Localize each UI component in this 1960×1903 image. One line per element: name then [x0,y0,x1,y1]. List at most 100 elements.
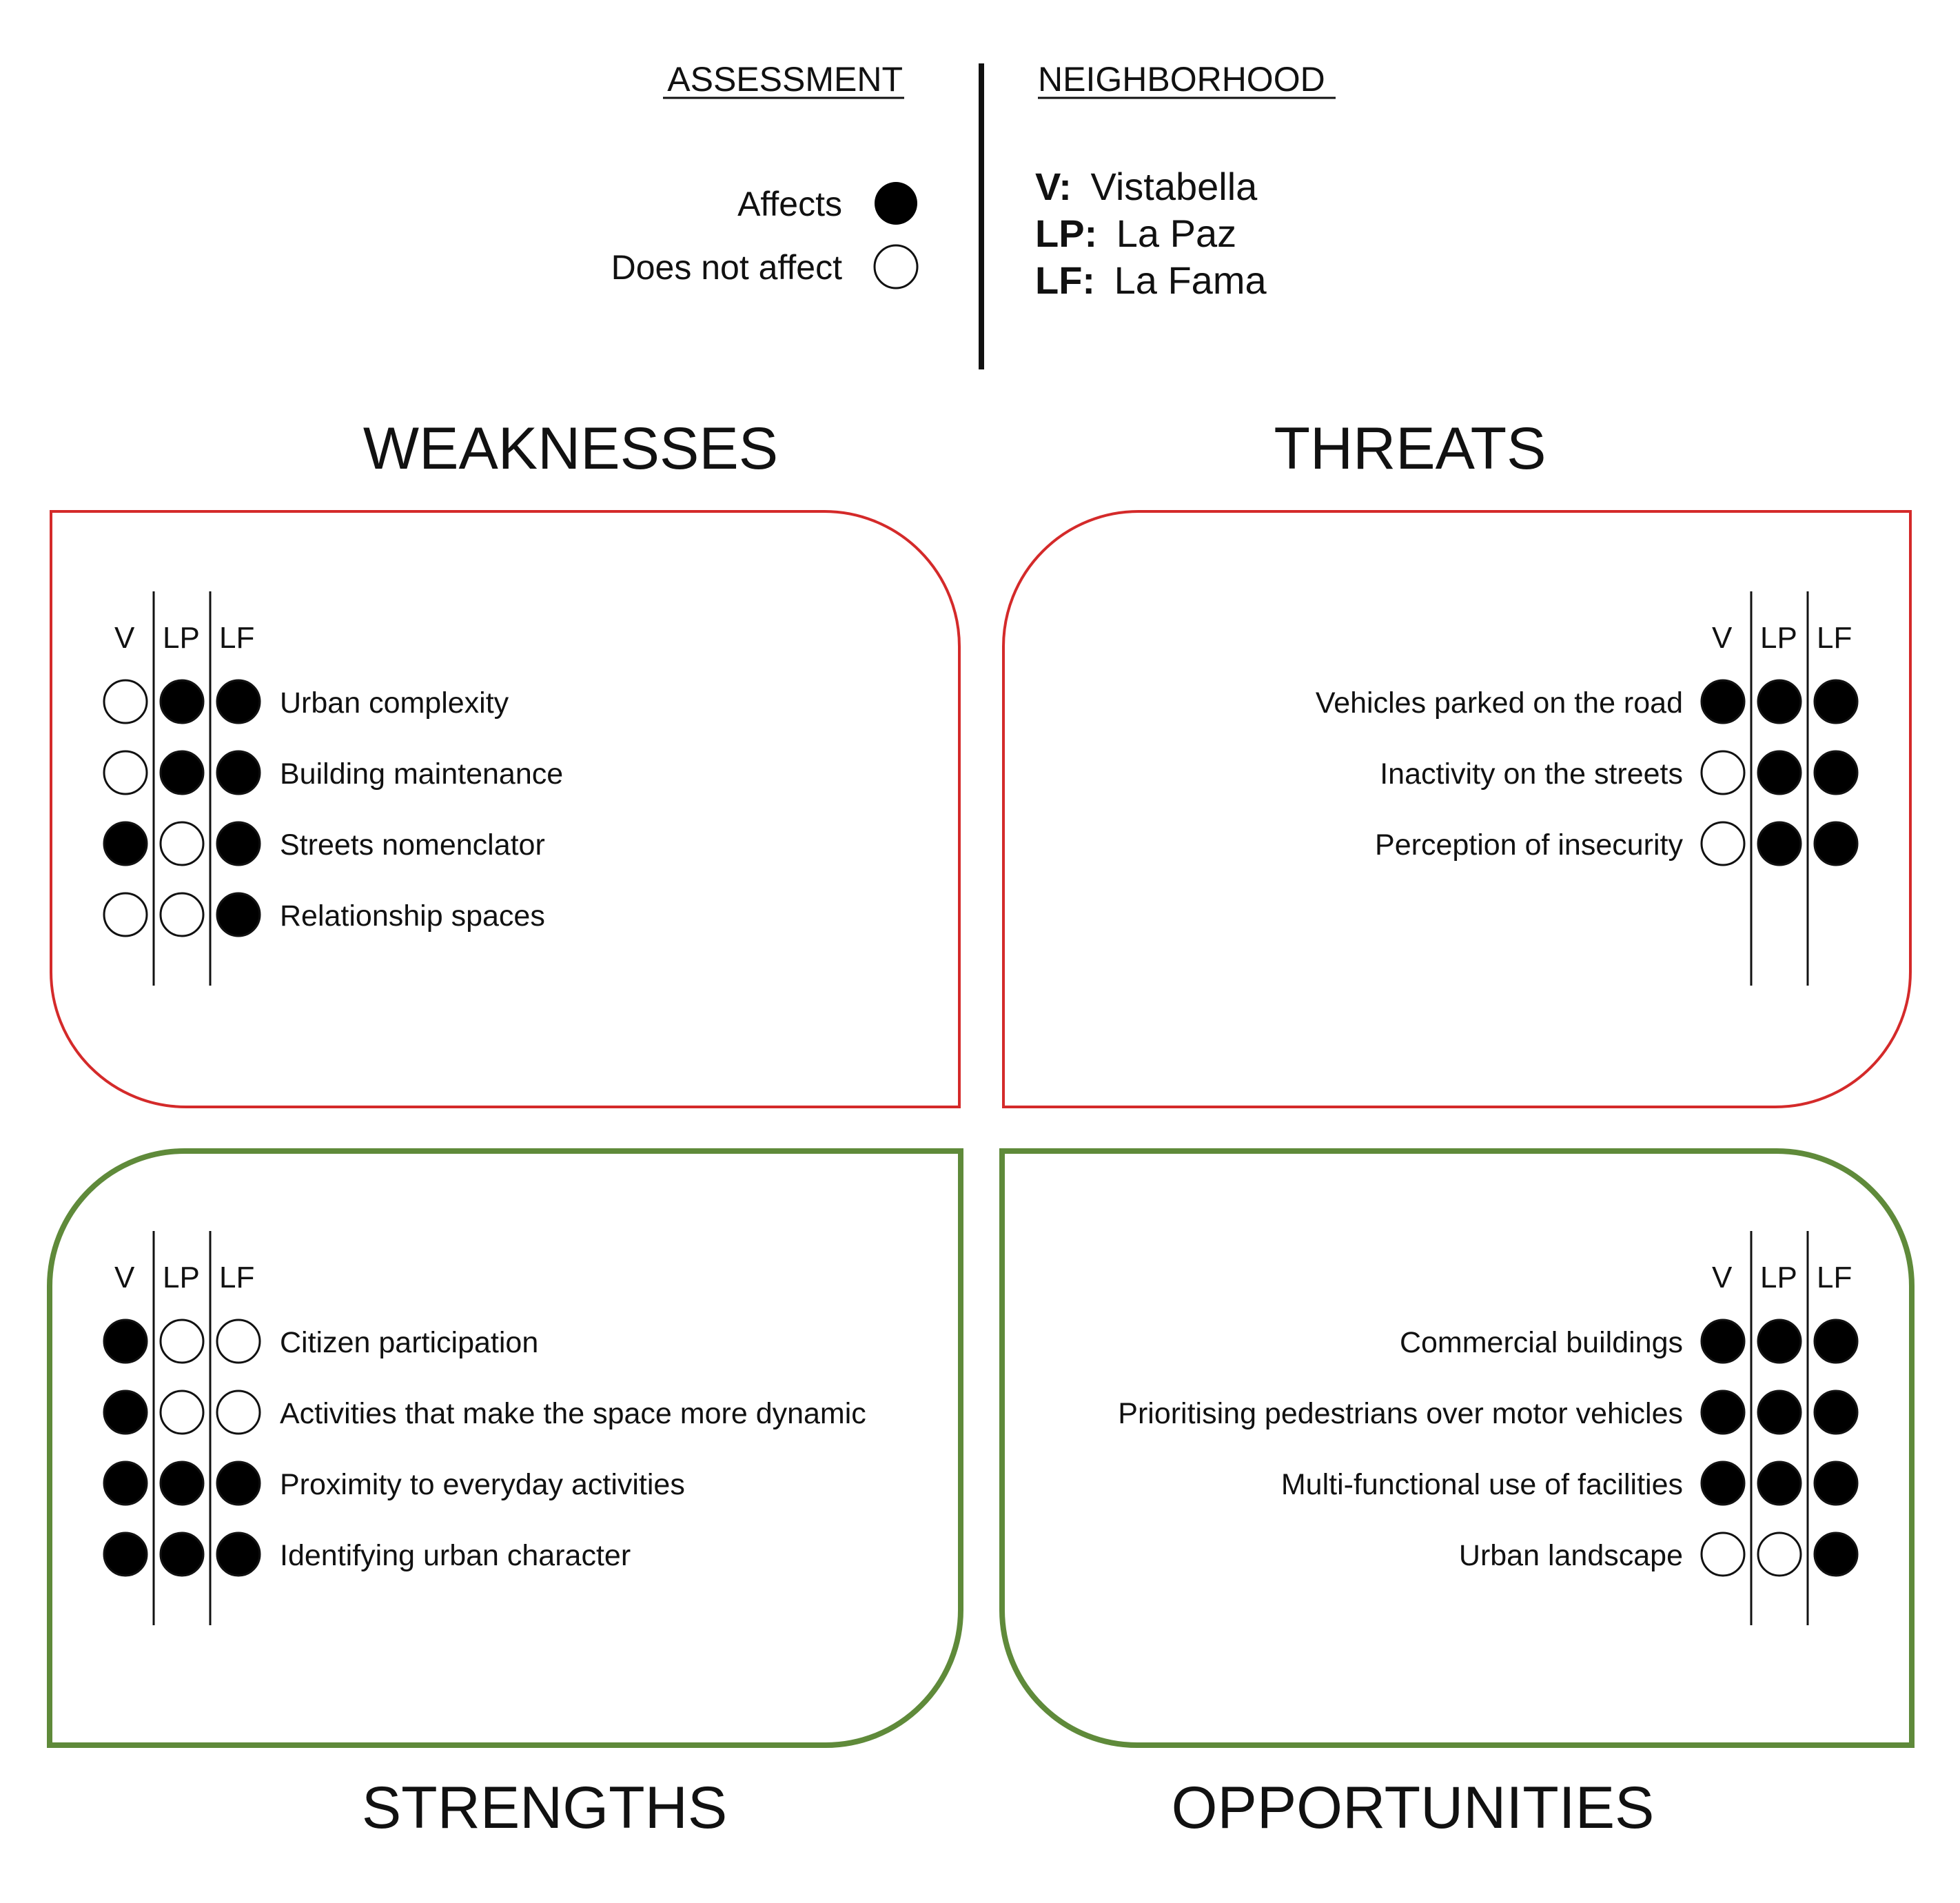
item-label: Proximity to everyday activities [280,1468,685,1501]
column-header-v: V [114,621,135,655]
not-affect-dot-v [1700,821,1746,866]
column-header-lp: LP [1760,1261,1797,1294]
item-label: Streets nomenclator [280,828,545,862]
item-label: Perception of insecurity [1375,828,1683,862]
neighborhood-entry-v: V: Vistabella [1035,165,1258,208]
neighborhood-heading: NEIGHBORHOOD [1038,60,1325,99]
opportunities-title: OPPORTUNITIES [1172,1775,1655,1841]
column-header-lf: LF [219,1261,254,1294]
affects-label: Affects [737,185,842,223]
column-header-lp: LP [163,1261,200,1294]
affects-dot-v [103,1390,148,1435]
affects-dot-lp [1757,1461,1802,1506]
not-affect-label: Does not affect [611,248,843,287]
affects-dot-v [103,1319,148,1364]
not-affect-dot-lp [159,1390,205,1435]
neighborhood-name: La Fama [1114,258,1267,302]
affects-dot-lf [216,1531,261,1577]
affects-dot-v [1700,1319,1746,1364]
item-label: Activities that make the space more dyna… [280,1397,866,1430]
affects-dot-lp [159,679,205,724]
affects-dot-lf [1813,1531,1859,1577]
neighborhood-code: V: [1035,165,1072,208]
not-affect-dot-lf [216,1319,261,1364]
not-affect-dot-lp [1757,1531,1802,1577]
neighborhood-code: LP: [1035,212,1097,255]
neighborhood-name: Vistabella [1090,165,1258,208]
affects-dot-icon [875,182,917,225]
affects-dot-lf [1813,1390,1859,1435]
column-header-lf: LF [1817,1261,1852,1294]
not-affect-dot-v [103,892,148,937]
column-header-v: V [1712,621,1733,655]
not-affect-dot-lp [159,892,205,937]
affects-dot-lf [216,750,261,795]
weaknesses-box [50,510,961,1108]
affects-dot-lf [1813,679,1859,724]
item-label: Commercial buildings [1400,1326,1683,1359]
weaknesses-title: WEAKNESSES [363,416,778,482]
not-affect-dot-v [103,750,148,795]
item-label: Identifying urban character [280,1539,631,1572]
not-affect-dot-v [103,679,148,724]
not-affect-dot-lp [159,1319,205,1364]
column-header-lp: LP [1760,621,1797,655]
item-label: Urban complexity [280,686,509,720]
affects-dot-lf [1813,750,1859,795]
column-header-lf: LF [1817,621,1852,655]
affects-dot-lf [216,821,261,866]
neighborhood-code: LF: [1035,258,1095,302]
not-affect-dot-icon [873,244,919,289]
strengths-box [47,1148,963,1748]
affects-dot-v [103,1531,148,1577]
affects-dot-lp [1757,750,1802,795]
affects-dot-lf [216,892,261,937]
item-label: Inactivity on the streets [1380,757,1683,791]
column-header-v: V [114,1261,135,1294]
opportunities-box [999,1148,1915,1748]
affects-dot-lf [216,1461,261,1506]
column-header-lf: LF [219,621,254,655]
affects-dot-lp [159,1461,205,1506]
affects-dot-lf [1813,821,1859,866]
not-affect-dot-v [1700,750,1746,795]
affects-dot-v [103,1461,148,1506]
threats-matrix: V LP LF Vehicles parked on the roadInactivi… [1316,591,1859,986]
assessment-heading: ASSESSMENT [667,60,903,99]
not-affect-dot-lp [159,821,205,866]
item-label: Urban landscape [1459,1539,1683,1572]
neighborhood-name: La Paz [1116,212,1236,255]
affects-dot-lf [1813,1319,1859,1364]
affects-dot-lp [1757,679,1802,724]
affects-dot-lp [1757,1319,1802,1364]
item-label: Citizen participation [280,1326,538,1359]
item-label: Multi-functional use of facilities [1281,1468,1683,1501]
affects-dot-lp [1757,821,1802,866]
item-label: Prioritising pedestrians over motor vehi… [1118,1397,1683,1430]
affects-dot-lp [159,750,205,795]
threats-title: THREATS [1274,416,1546,482]
legend: ASSESSMENT Affects Does not affect NEIGH… [611,60,1336,369]
strengths-title: STRENGTHS [362,1775,727,1841]
affects-dot-lf [216,679,261,724]
affects-dot-v [1700,1461,1746,1506]
item-label: Relationship spaces [280,899,545,933]
threats-box [1002,510,1912,1108]
item-label: Vehicles parked on the road [1316,686,1683,720]
affects-dot-v [1700,1390,1746,1435]
not-affect-dot-lf [216,1390,261,1435]
item-label: Building maintenance [280,757,563,791]
column-header-v: V [1712,1261,1733,1294]
affects-dot-lp [1757,1390,1802,1435]
affects-dot-lf [1813,1461,1859,1506]
not-affect-dot-v [1700,1531,1746,1577]
neighborhood-entry-lp: LP: La Paz [1035,212,1236,255]
neighborhood-entry-lf: LF: La Fama [1035,258,1267,302]
column-header-lp: LP [163,621,200,655]
affects-dot-lp [159,1531,205,1577]
